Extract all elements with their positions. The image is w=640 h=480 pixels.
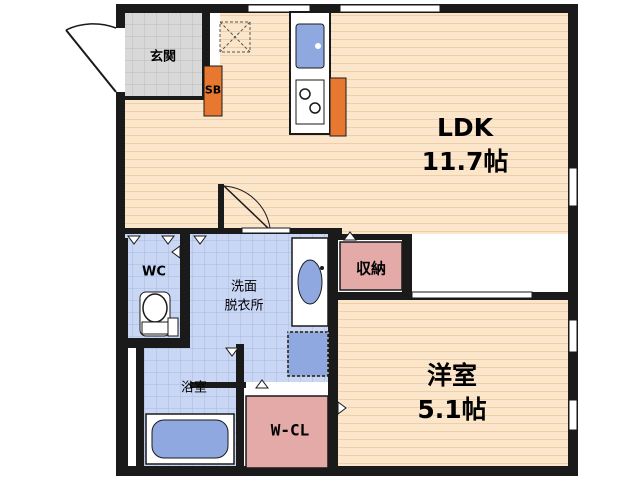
room-label-washroom-2: 脱衣所	[224, 298, 264, 314]
room-label-walk-in-closet: W-CL	[270, 420, 310, 440]
walk-in-closet	[245, 395, 329, 469]
kitchen-sink-icon	[295, 23, 325, 69]
room-label-storage: 収納	[355, 259, 387, 278]
entrance-floor	[124, 12, 204, 98]
room-label-wc: WC	[142, 264, 166, 280]
room-label-ldk: LDK	[436, 113, 494, 142]
bathtub-icon	[145, 413, 235, 465]
ldk-floor	[220, 12, 570, 234]
toilet-icon	[139, 291, 179, 337]
room-label-bathroom: 浴室	[180, 380, 208, 396]
entrance-door[interactable]	[65, 23, 125, 93]
room-size-ldk: 11.7帖	[421, 147, 509, 176]
shoe-box	[203, 65, 223, 117]
room-label-washroom-1: 洗面	[230, 279, 258, 295]
western-room-floor	[336, 298, 570, 470]
room-size-western-room: 5.1帖	[417, 395, 487, 424]
room-label-entrance: 玄関	[149, 49, 177, 65]
kitchen-counter	[289, 11, 347, 137]
washing-machine-icon	[287, 331, 329, 377]
windows	[247, 4, 578, 431]
ceiling-hatch-icon	[219, 21, 251, 53]
room-label-shoe-box: SB	[204, 83, 222, 97]
door-markers	[127, 231, 357, 415]
wash-basin-icon	[291, 237, 329, 327]
hall-door[interactable]	[223, 185, 271, 229]
stove-icon	[295, 79, 325, 125]
hall-floor	[124, 96, 224, 228]
sliding-doors	[241, 227, 533, 299]
room-label-western-room: 洋室	[426, 361, 478, 390]
storage-closet	[339, 241, 403, 291]
